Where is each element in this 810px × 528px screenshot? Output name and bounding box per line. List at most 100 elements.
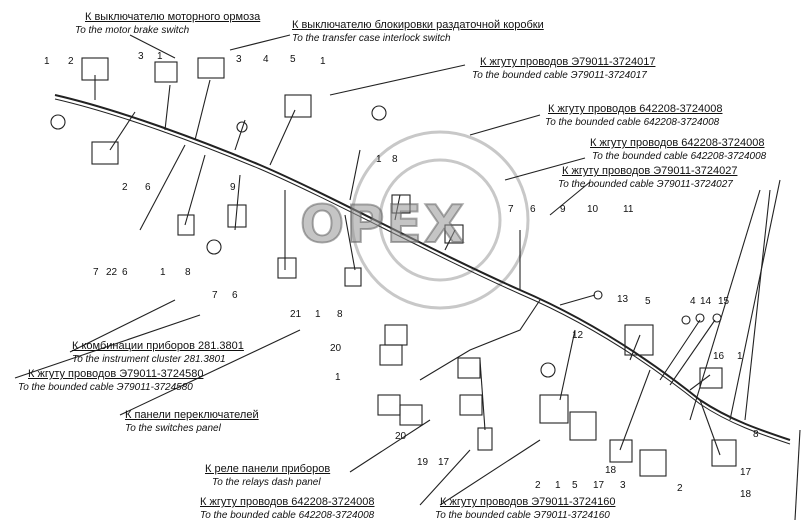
leader-right-2 [689,189,761,421]
callout-number: 1 [157,51,163,62]
callout-number: 9 [560,204,566,215]
connector-20b [379,344,403,366]
connector-20e [399,404,423,426]
ring-terminal-4 [236,121,248,133]
detail-circle-1 [50,114,66,130]
label-transfer-en: To the transfer case interlock switch [292,33,451,44]
branch-5 [269,109,296,166]
label-c008c-en: To the bounded cable 642208-3724008 [200,510,375,521]
callout-number: 3 [138,51,144,62]
label-instrument-en: To the instrument cluster 281.3801 [72,354,226,365]
leader-e580 [14,314,201,379]
leader-right-3 [744,189,771,421]
connector-20a [384,324,408,346]
callout-number: 8 [337,309,343,320]
main-harness [54,94,791,441]
connector-8a [391,194,411,214]
callout-number: 3 [620,480,626,491]
label-c008b-ru: К жгуту проводов 642208-3724008 [590,137,765,149]
branch-switch-transfer [194,79,211,141]
callout-number: 3 [236,54,242,65]
connector-2-bottom [91,141,119,165]
leader-relays [349,419,431,473]
branch-4 [234,119,246,151]
callout-number: 7 [508,204,514,215]
label-switches-ru: К панели переключателей [125,409,259,421]
callout-number: 6 [122,267,128,278]
callout-number: 1 [737,351,743,362]
connector-8b [344,267,362,287]
branch-17 [619,369,651,451]
callout-number: 6 [145,182,151,193]
label-relays-en: To the relays dash panel [212,477,321,488]
callout-number: 2 [677,483,683,494]
leader-e027 [549,181,591,216]
detail-circle-2 [206,239,222,255]
branch-15 [669,319,716,386]
callout-number: 20 [330,343,342,354]
connector-2-top [81,57,109,81]
connector-3b [197,57,225,79]
callout-number: 16 [713,351,725,362]
label-switches-en: To the switches panel [125,423,221,434]
leader-instrument [69,299,176,353]
callout-number: 1 [555,480,561,491]
callout-number: 1 [44,56,50,67]
callout-number: 4 [263,54,269,65]
callout-number: 1 [320,56,326,67]
leader-right [729,179,781,421]
connector-2rr [639,449,667,477]
callout-number: 2 [535,480,541,491]
label-motor-brake-en: To the motor brake switch [75,25,190,36]
connector-20d [377,394,401,416]
callout-number: 5 [645,296,651,307]
label-c008a-en: To the bounded cable 642208-3724008 [545,117,720,128]
label-transfer-ru: К выключателю блокировки раздаточной кор… [292,19,544,31]
callout-number: 21 [290,309,302,320]
label-e160-ru: К жгуту проводов Э79011-3724160 [440,496,616,508]
leader-transfer [229,34,291,51]
branch-9 [234,174,241,231]
callout-number: 8 [753,429,759,440]
connector-16 [699,367,723,389]
branch-13 [559,294,596,306]
callout-number: 6 [232,290,238,301]
leader-switches [119,329,301,416]
leader-c008b [504,157,586,181]
callout-number: 10 [587,204,599,215]
callout-number: 12 [572,330,584,341]
label-e160-en: To the bounded cable Э79011-3724160 [435,510,610,521]
ring-terminal-13 [593,290,603,300]
callout-number: 20 [395,431,407,442]
callout-number: 4 [690,296,696,307]
leader-outer [794,429,801,521]
label-c008a-ru: К жгуту проводов 642208-3724008 [548,103,723,115]
callout-number: 9 [230,182,236,193]
detail-circle-3 [371,105,387,121]
callout-number: 17 [593,480,605,491]
connector-5r [624,324,654,356]
callout-number: 5 [572,480,578,491]
callout-number: 2 [68,56,74,67]
callout-number: 1 [376,154,382,165]
callout-number: 17 [438,457,450,468]
callout-number: 1 [160,267,166,278]
connector-19 [477,427,493,451]
connector-3a [154,61,178,83]
connector-17 [609,439,633,463]
callout-number: 11 [623,204,634,215]
connector-2r [569,411,597,441]
callout-number: 22 [106,267,118,278]
branch-7 [184,154,206,226]
label-e027-en: To the bounded cable Э79011-3724027 [558,179,733,190]
orex-watermark: OPEX [299,194,466,256]
callout-number: 18 [605,465,617,476]
callout-number: 2 [122,182,128,193]
callout-number: 8 [392,154,398,165]
label-e580-ru: К жгуту проводов Э79011-3724580 [28,368,204,380]
callout-number: 18 [740,489,752,500]
branch-12 [559,329,576,401]
callout-number: 14 [700,296,712,307]
